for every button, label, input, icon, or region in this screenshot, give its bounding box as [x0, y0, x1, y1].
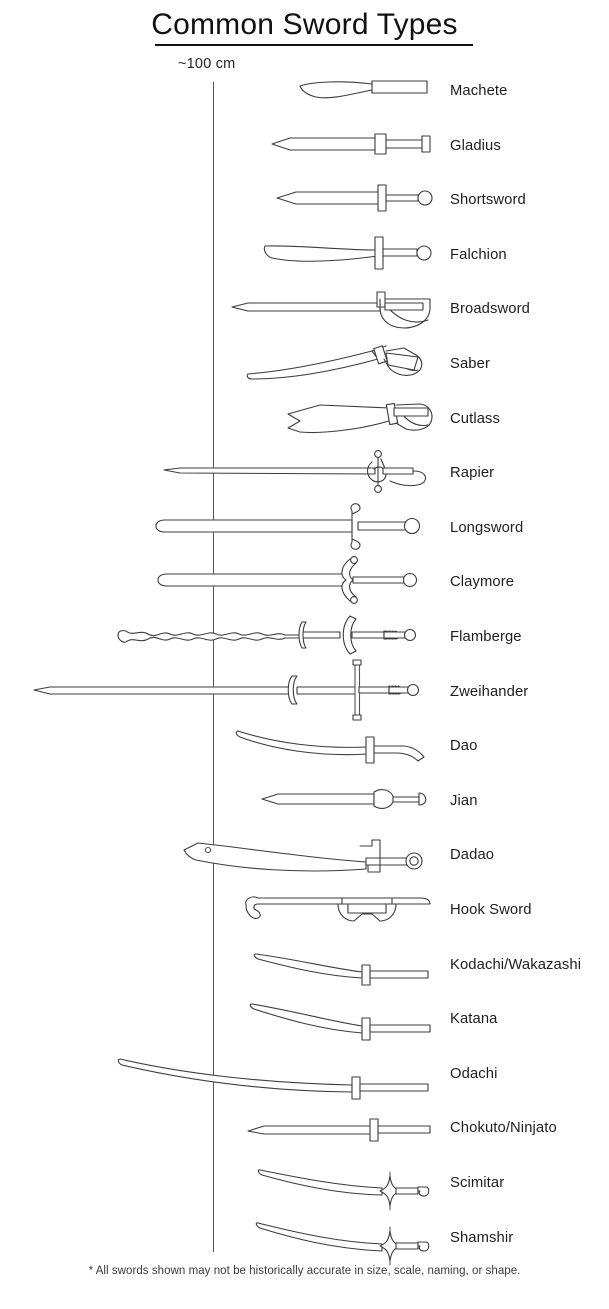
sword-label-machete: Machete	[450, 83, 508, 99]
sword-illustration-chokuto	[0, 1101, 440, 1155]
sword-illustration-falchion	[0, 228, 440, 282]
sword-illustration-saber	[0, 337, 440, 391]
sword-illustration-scimitar	[0, 1156, 440, 1211]
sword-illustration-longsword	[0, 501, 440, 555]
sword-label-shamshir: Shamshir	[450, 1229, 514, 1246]
sword-label-wakizashi: Kodachi/Wakazashi	[450, 956, 582, 973]
sword-illustration-jian	[0, 774, 440, 828]
sword-row: Chokuto/Ninjato	[0, 1101, 609, 1155]
sword-label-flamberge: Flamberge	[450, 629, 522, 645]
sword-row: Cutlass	[0, 392, 609, 446]
sword-illustration-shortsword	[0, 173, 440, 227]
sword-label-chokuto: Chokuto/Ninjato	[450, 1120, 557, 1137]
sword-row: Dao	[0, 719, 609, 773]
sword-illustration-flamberge	[0, 610, 440, 664]
sword-label-longsword: Longsword	[450, 519, 524, 536]
sword-row: Broadsword	[0, 282, 609, 336]
sword-row: Zweihander	[0, 659, 609, 721]
sword-row: Claymore	[0, 555, 609, 609]
sword-illustration-zweihander	[0, 659, 440, 721]
scale-reference-line	[213, 82, 215, 1252]
page-title: Common Sword Types	[151, 8, 458, 41]
sword-label-shortsword: Shortsword	[450, 192, 526, 209]
sword-illustration-hooksword	[0, 883, 440, 937]
sword-row: Scimitar	[0, 1156, 609, 1211]
sword-row: Flamberge	[0, 610, 609, 664]
sword-illustration-claymore	[0, 555, 440, 609]
sword-label-saber: Saber	[450, 356, 490, 372]
sword-illustration-rapier	[0, 446, 440, 500]
sword-label-dadao: Dadao	[450, 847, 495, 864]
sword-label-odachi: Odachi	[450, 1065, 498, 1082]
sword-row: Dadao	[0, 828, 609, 882]
sword-row: Shortsword	[0, 173, 609, 227]
sword-row: Rapier	[0, 446, 609, 500]
sword-illustration-wakizashi	[0, 938, 440, 992]
sword-illustration-dadao	[0, 828, 440, 882]
title-underline	[155, 44, 473, 46]
sword-illustration-odachi	[0, 1047, 440, 1101]
sword-row: Saber	[0, 337, 609, 391]
sword-label-broadsword: Broadsword	[450, 301, 530, 318]
sword-label-rapier: Rapier	[450, 465, 495, 482]
sword-row: Gladius	[0, 119, 609, 173]
sword-row: Katana	[0, 992, 609, 1046]
sword-illustration-machete	[0, 64, 440, 118]
sword-illustration-cutlass	[0, 392, 440, 446]
sword-row: Longsword	[0, 501, 609, 555]
sword-row: Odachi	[0, 1047, 609, 1101]
footnote: * All swords shown may not be historical…	[88, 1265, 521, 1277]
sword-label-cutlass: Cutlass	[450, 410, 501, 427]
sword-illustration-broadsword	[0, 282, 440, 336]
sword-label-katana: Katana	[450, 1011, 498, 1028]
sword-illustration-shamshir	[0, 1211, 440, 1266]
sword-row: Shamshir	[0, 1211, 609, 1266]
sword-label-dao: Dao	[450, 738, 478, 755]
scale-label: ~100 cm	[178, 56, 236, 72]
sword-label-falchion: Falchion	[450, 246, 507, 263]
sword-label-scimitar: Scimitar	[450, 1175, 505, 1191]
sword-label-jian: Jian	[450, 792, 478, 809]
sword-label-zweihander: Zweihander	[450, 683, 529, 700]
sword-illustration-gladius	[0, 119, 440, 173]
sword-label-hooksword: Hook Sword	[450, 902, 532, 918]
sword-row: Jian	[0, 774, 609, 828]
sword-label-claymore: Claymore	[450, 574, 515, 591]
sword-row: Falchion	[0, 228, 609, 282]
sword-illustration-dao	[0, 719, 440, 773]
sword-illustration-katana	[0, 992, 440, 1046]
sword-row: Machete	[0, 64, 609, 118]
sword-label-gladius: Gladius	[450, 137, 501, 154]
sword-row: Kodachi/Wakazashi	[0, 938, 609, 992]
sword-row: Hook Sword	[0, 883, 609, 937]
